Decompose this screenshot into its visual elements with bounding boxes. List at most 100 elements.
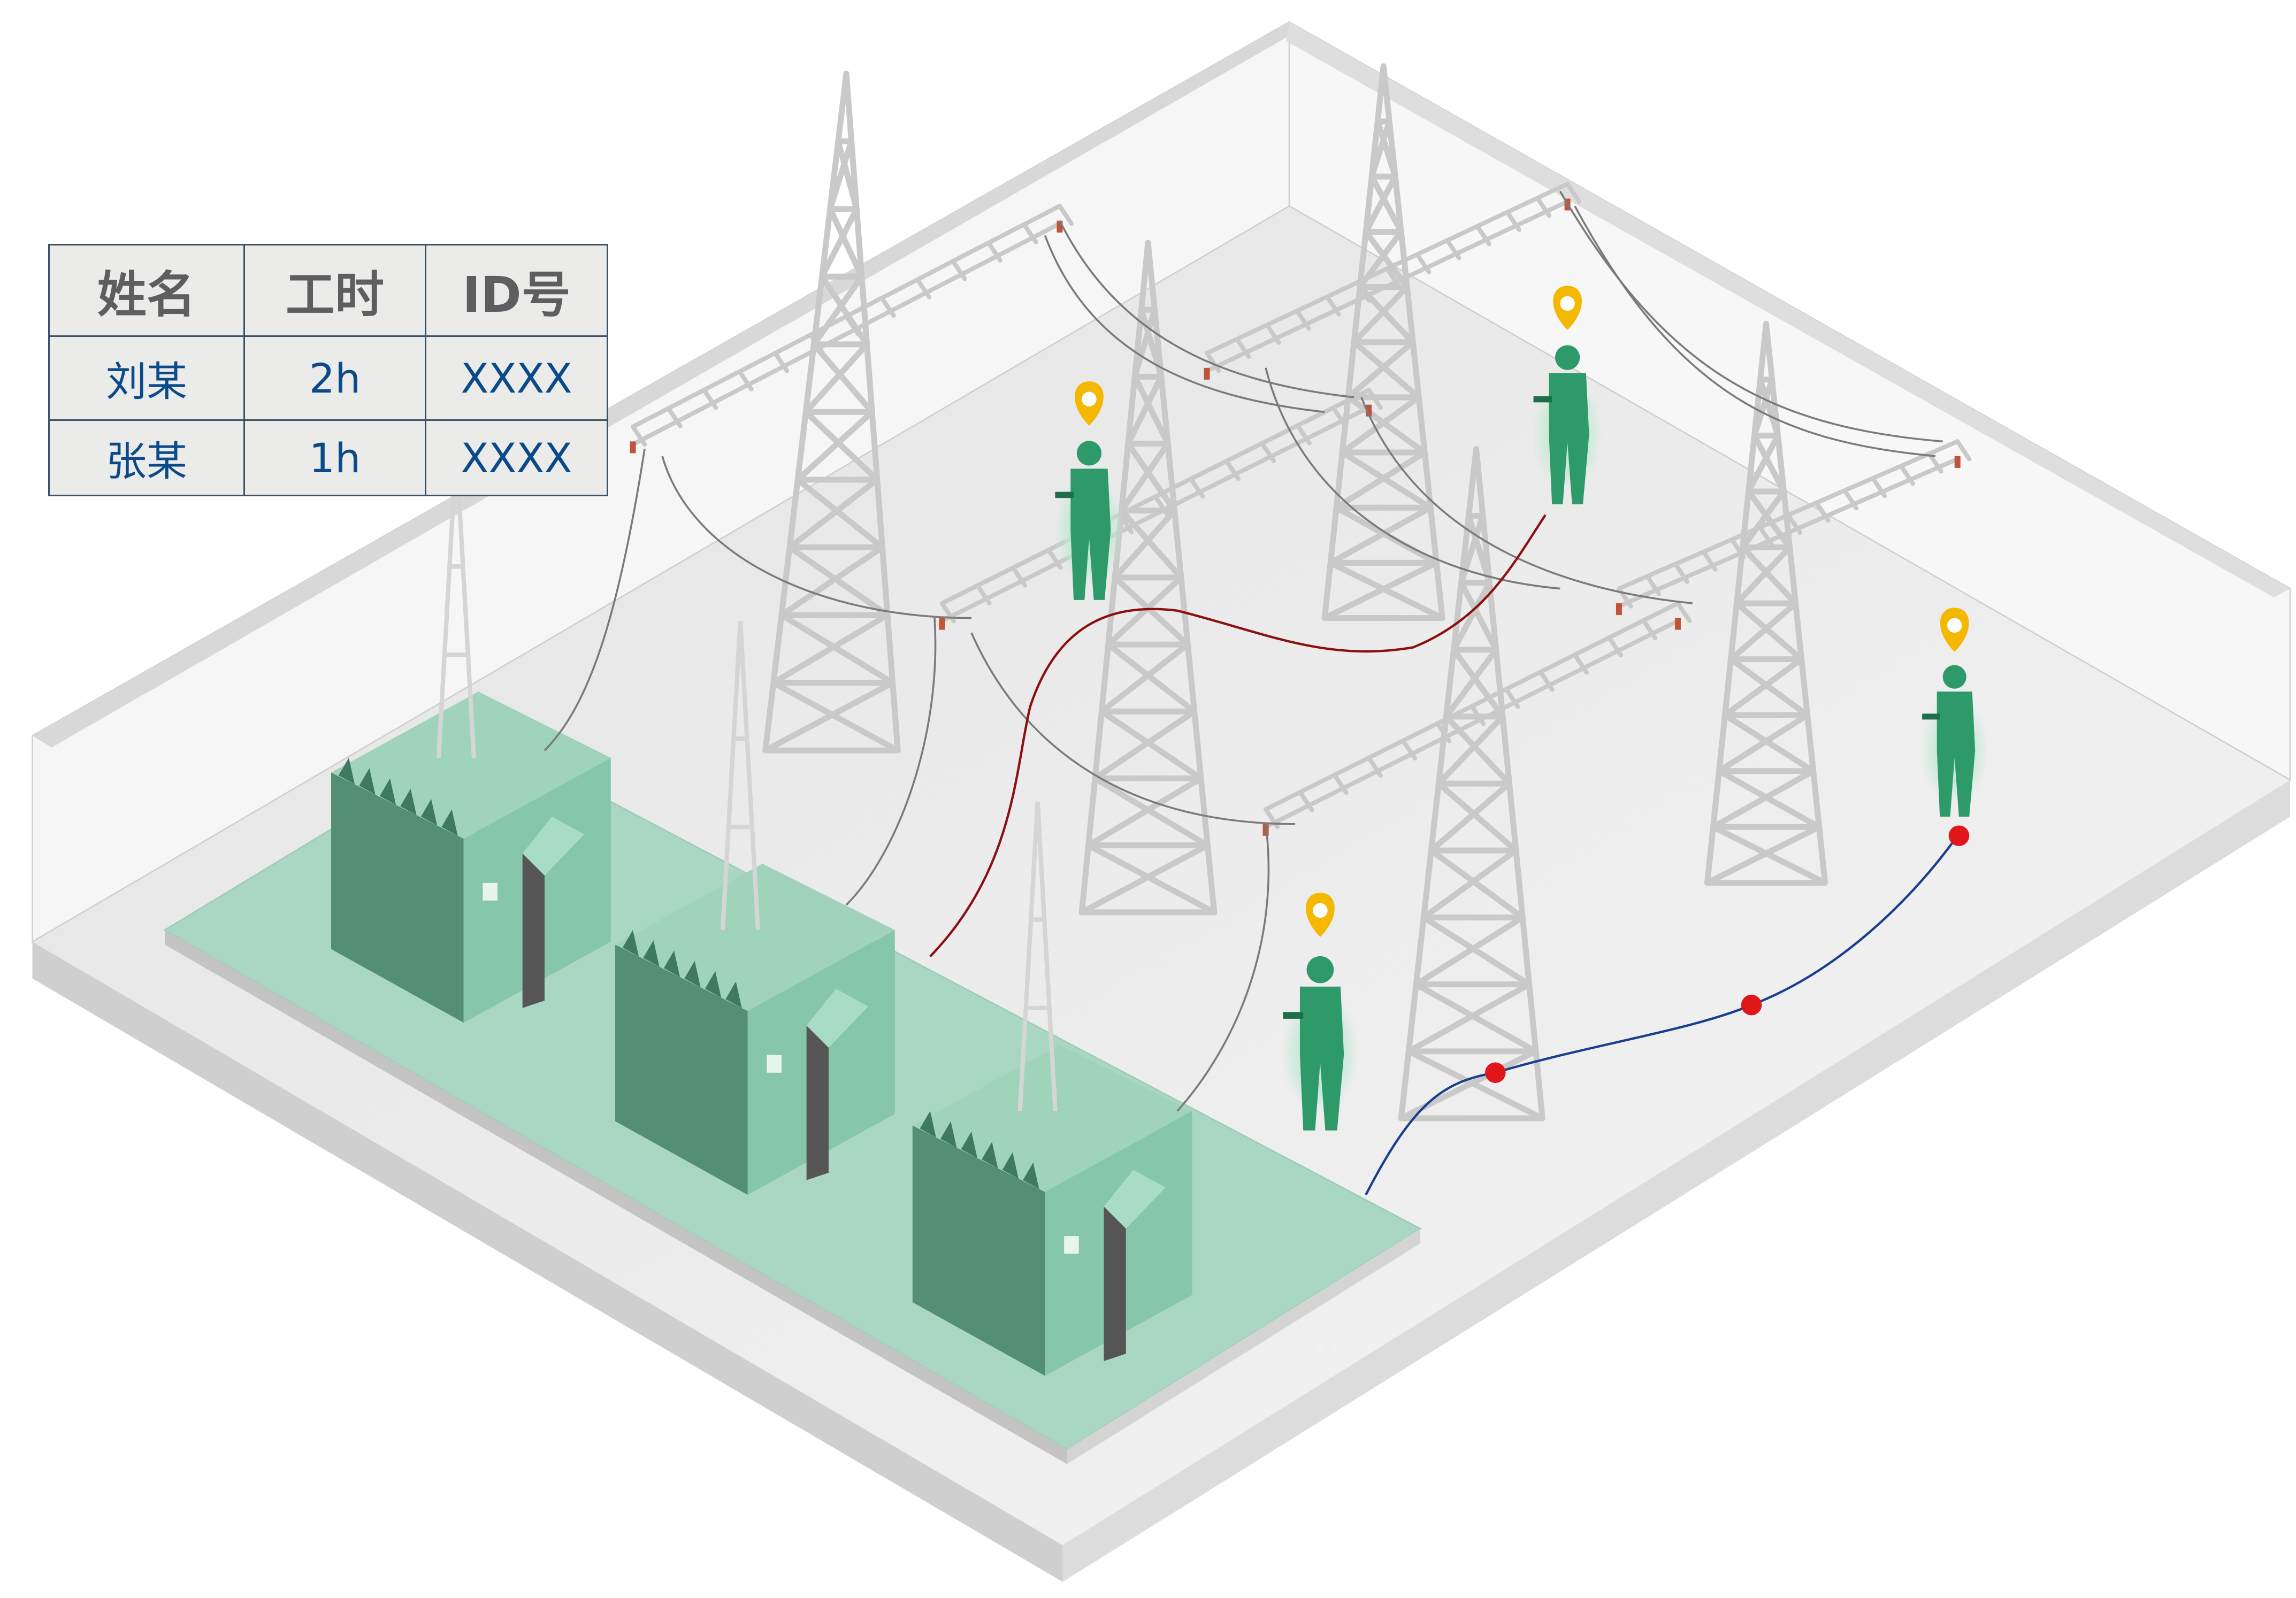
cooling-fin	[359, 768, 376, 795]
wire	[544, 448, 646, 751]
transformer-window	[483, 882, 498, 901]
route-point[interactable]	[1948, 825, 1970, 847]
transformer	[912, 802, 1192, 1376]
table-row: 张某 1h XXXX	[48, 419, 608, 496]
insulator	[1057, 220, 1063, 233]
cooling-fin	[961, 1131, 977, 1158]
tower-lattice	[1078, 240, 1218, 916]
transformer-front	[912, 1125, 1045, 1376]
cooling-fin	[338, 757, 355, 785]
insulator	[1616, 603, 1622, 616]
transformer	[331, 448, 611, 1023]
wire	[1265, 367, 1560, 590]
worker-head	[1942, 665, 1966, 689]
wall-right-top	[1286, 22, 2290, 598]
worker-head	[1555, 345, 1580, 370]
tower-cross-arm	[1263, 601, 1692, 829]
tower-lattice	[1704, 320, 1828, 886]
cooling-fin	[920, 1111, 936, 1138]
transmission-tower	[1262, 445, 1692, 1121]
insulator	[1674, 618, 1681, 630]
patrol-route	[1365, 835, 1958, 1196]
tower-lattice	[1321, 63, 1445, 621]
transmission-tower	[1616, 320, 1972, 886]
location-pin-icon	[1075, 381, 1104, 426]
wire	[661, 456, 971, 619]
transformer-awning	[1104, 1170, 1166, 1229]
worker-body	[1937, 692, 1976, 817]
transformer	[615, 620, 895, 1195]
worker	[1533, 345, 1596, 505]
worker	[1922, 665, 1981, 817]
worker-body	[1549, 373, 1589, 505]
insulator	[1954, 456, 1961, 468]
tower-cross-arm	[630, 204, 1074, 447]
cell-name: 张某	[48, 419, 245, 496]
wire	[1059, 220, 1354, 398]
location-pin-icon	[1553, 286, 1582, 330]
worker	[1283, 956, 1351, 1131]
transformer-top	[615, 864, 895, 1011]
cooling-fin	[705, 971, 722, 998]
tower-cross-arm	[1617, 439, 1972, 609]
wire	[1044, 235, 1325, 413]
tower-lattice	[1398, 445, 1545, 1121]
transformer-front	[615, 944, 748, 1195]
location-pin-icon	[1306, 893, 1335, 937]
route-point[interactable]	[1741, 994, 1762, 1016]
pin-hole	[1082, 391, 1097, 407]
pin-hole	[1947, 618, 1962, 633]
cell-hours: 2h	[243, 335, 426, 421]
worker-hours-table: 姓名 工时 ID号 刘某 2h XXXX 张某 1h XXXX	[48, 244, 608, 496]
cooling-fin	[725, 981, 742, 1008]
insulator-mast	[720, 620, 761, 931]
base-slab-left	[32, 941, 1063, 1582]
wire	[1574, 205, 1936, 457]
wire	[1176, 824, 1270, 1112]
transformer-top	[912, 1044, 1192, 1192]
cooling-fin	[420, 799, 438, 826]
wire	[1559, 190, 1943, 443]
cell-id: XXXX	[425, 419, 608, 496]
cooling-fin	[441, 809, 458, 836]
header-id: ID号	[425, 244, 608, 337]
transformer-window	[767, 1055, 782, 1073]
worker	[1055, 441, 1117, 600]
transformer-awning	[522, 817, 585, 876]
worker-body	[1070, 468, 1111, 600]
route-point[interactable]	[1485, 1062, 1506, 1084]
tower-cross-arm	[1204, 181, 1582, 373]
cooling-fin	[663, 950, 680, 977]
table-row: 刘某 2h XXXX	[48, 335, 608, 421]
tablet	[1533, 396, 1552, 403]
tablet	[1922, 713, 1940, 720]
worker-head	[1306, 956, 1334, 984]
transformer-pad-edge	[165, 929, 1067, 1464]
wall-right	[1288, 20, 2291, 781]
wire	[1360, 397, 1693, 604]
worker-head	[1076, 441, 1102, 466]
cell-hours: 1h	[243, 419, 426, 496]
base-slab-right	[1062, 780, 2290, 1582]
header-name: 姓名	[48, 244, 245, 337]
transformer-awning	[806, 988, 869, 1048]
tower-lattice	[762, 71, 901, 754]
transmission-tower	[1204, 63, 1582, 621]
insulator	[939, 618, 945, 630]
pin-hole	[1313, 903, 1328, 918]
cooling-fin	[643, 940, 660, 967]
wire	[845, 618, 937, 906]
insulator	[1366, 404, 1372, 417]
table-header-row: 姓名 工时 ID号	[48, 244, 608, 337]
power-cable	[929, 514, 1547, 957]
cooling-fin	[379, 778, 396, 805]
transformer-front	[331, 772, 464, 1023]
cooling-fin	[684, 961, 701, 988]
location-pin-icon	[1940, 608, 1969, 652]
cell-id: XXXX	[425, 335, 608, 421]
tablet	[1055, 491, 1074, 498]
tablet	[1283, 1012, 1304, 1019]
insulator-mast	[1017, 802, 1058, 1111]
cooling-fin	[622, 929, 639, 957]
